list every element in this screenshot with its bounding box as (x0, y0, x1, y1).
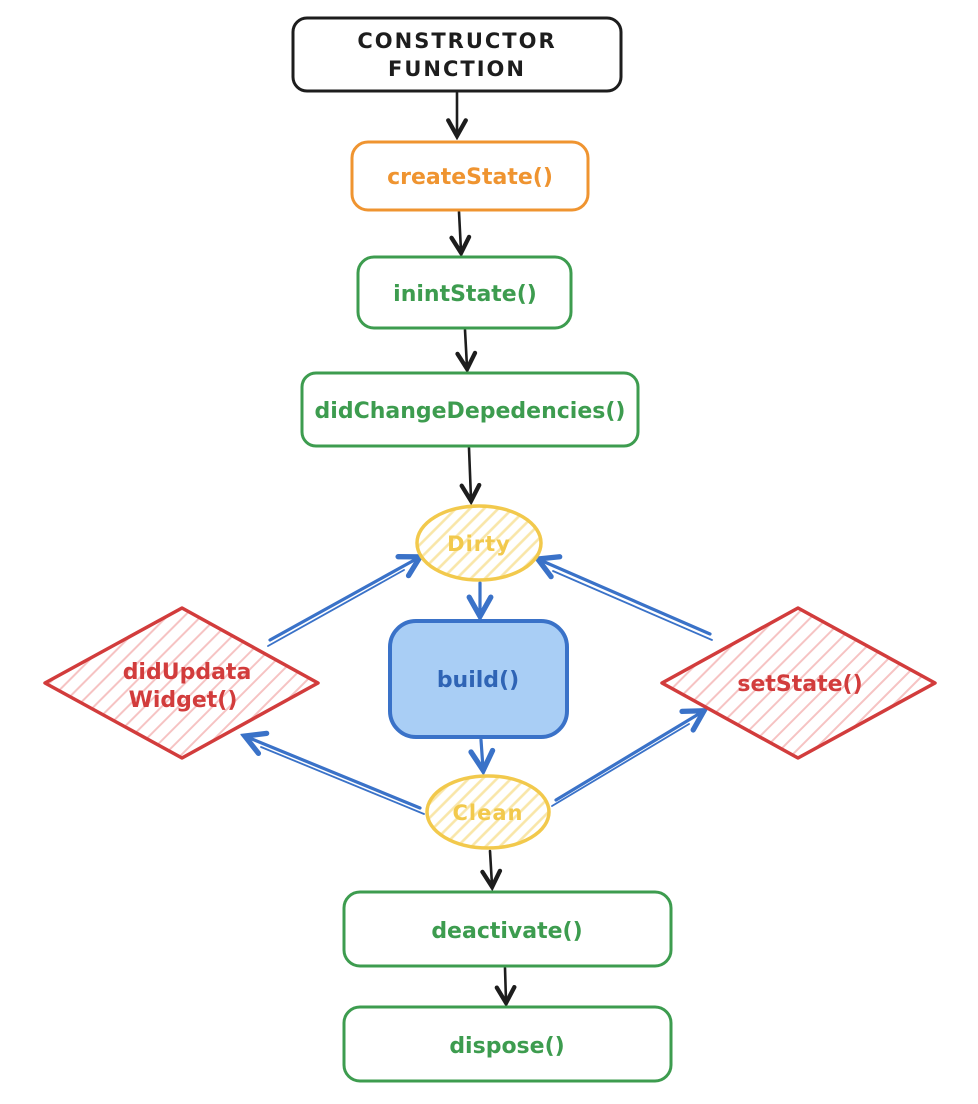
deactivate-node: deactivate() (342, 890, 673, 968)
create-state-label: createState() (387, 165, 553, 190)
constructor-function-label-line1: CONSTRUCTOR (357, 29, 556, 53)
clean-state-label: Clean (453, 801, 524, 825)
did-update-widget-diamond (43, 606, 320, 760)
constructor-function-box (291, 16, 623, 93)
clean-state-ellipse (425, 774, 551, 850)
create-state-node: createState() (350, 140, 590, 212)
dirty-state-ellipse (415, 504, 543, 582)
arrow-clean-to-deactivate (490, 849, 492, 885)
constructor-function-node: CONSTRUCTOR FUNCTION (291, 16, 623, 93)
build-label: build() (437, 668, 519, 693)
dispose-node: dispose() (342, 1005, 673, 1083)
constructor-function-label-line2: FUNCTION (388, 57, 526, 81)
dispose-box (342, 1005, 673, 1083)
set-state-node: setState() (660, 606, 937, 760)
did-update-widget-label-line1: didUpdata (123, 660, 252, 685)
dispose-label: dispose() (449, 1034, 564, 1059)
init-state-node: inintState() (356, 255, 573, 330)
did-change-dependencies-node: didChangeDepedencies() (300, 371, 640, 448)
dirty-state-node: Dirty (415, 504, 543, 582)
arrow-build-to-clean (481, 738, 483, 768)
clean-state-node: Clean (425, 774, 551, 850)
deactivate-box (342, 890, 673, 968)
init-state-label: inintState() (393, 282, 537, 307)
set-state-label: setState() (737, 672, 862, 697)
arrow-clean-to-didupdatewidget (247, 737, 425, 815)
arrow-createstate-to-initstate (459, 210, 461, 251)
arrow-didchangedependencies-to-dirty (469, 446, 471, 499)
did-change-dependencies-label: didChangeDepedencies() (315, 399, 626, 424)
arrow-clean-to-setstate (551, 712, 702, 807)
set-state-diamond (660, 606, 937, 760)
init-state-box (356, 255, 573, 330)
build-node: build() (388, 619, 569, 739)
arrow-setstate-to-dirty (540, 560, 713, 641)
arrow-deactivate-to-dispose (505, 966, 506, 1001)
did-update-widget-node: didUpdata Widget() (43, 606, 320, 760)
create-state-box (350, 140, 590, 212)
dirty-state-label: Dirty (447, 532, 511, 556)
arrow-initstate-to-didchangedependencies (465, 328, 467, 367)
arrow-didupdatewidget-to-dirty (267, 558, 418, 647)
did-update-widget-label-line2: Widget() (129, 688, 238, 713)
build-box (388, 619, 569, 739)
did-change-dependencies-box (300, 371, 640, 448)
deactivate-label: deactivate() (431, 919, 582, 944)
